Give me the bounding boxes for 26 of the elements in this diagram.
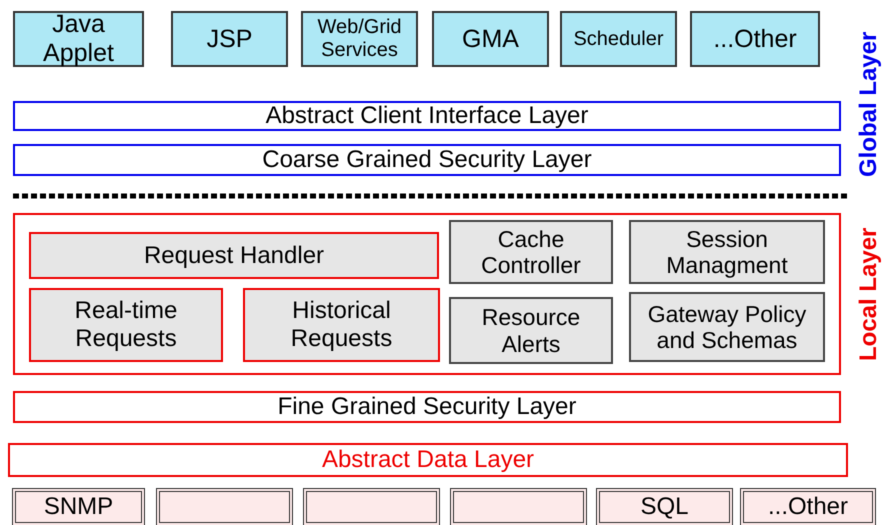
layer-bar: Abstract Client Interface Layer — [13, 101, 841, 131]
layer-label: Global Layer — [855, 30, 883, 179]
client-box: Java Applet — [13, 11, 144, 67]
data-source-box — [156, 488, 293, 525]
component-box: Resource Alerts — [449, 297, 613, 364]
client-box: Scheduler — [560, 11, 677, 67]
data-source-box — [450, 488, 587, 525]
component-box: Request Handler — [29, 232, 439, 279]
layer-bar: Abstract Data Layer — [8, 443, 848, 477]
component-box: Cache Controller — [449, 220, 613, 284]
data-source-box: ...Other — [740, 488, 876, 525]
layer-bar: Coarse Grained Security Layer — [13, 144, 841, 176]
client-box: ...Other — [690, 11, 820, 67]
client-box: GMA — [432, 11, 549, 67]
local-layer-panel — [13, 213, 841, 375]
component-box: Real-time Requests — [29, 288, 223, 362]
layer-bar: Fine Grained Security Layer — [13, 391, 841, 423]
component-box: Session Managment — [629, 220, 825, 284]
layer-label: Local Layer — [855, 226, 883, 363]
component-box: Historical Requests — [243, 288, 440, 362]
component-box: Gateway Policy and Schemas — [629, 292, 825, 362]
client-box: JSP — [171, 11, 288, 67]
client-box: Web/Grid Services — [301, 11, 418, 67]
data-source-box: SQL — [596, 488, 733, 525]
data-source-box — [303, 488, 440, 525]
data-source-box: SNMP — [12, 488, 145, 525]
